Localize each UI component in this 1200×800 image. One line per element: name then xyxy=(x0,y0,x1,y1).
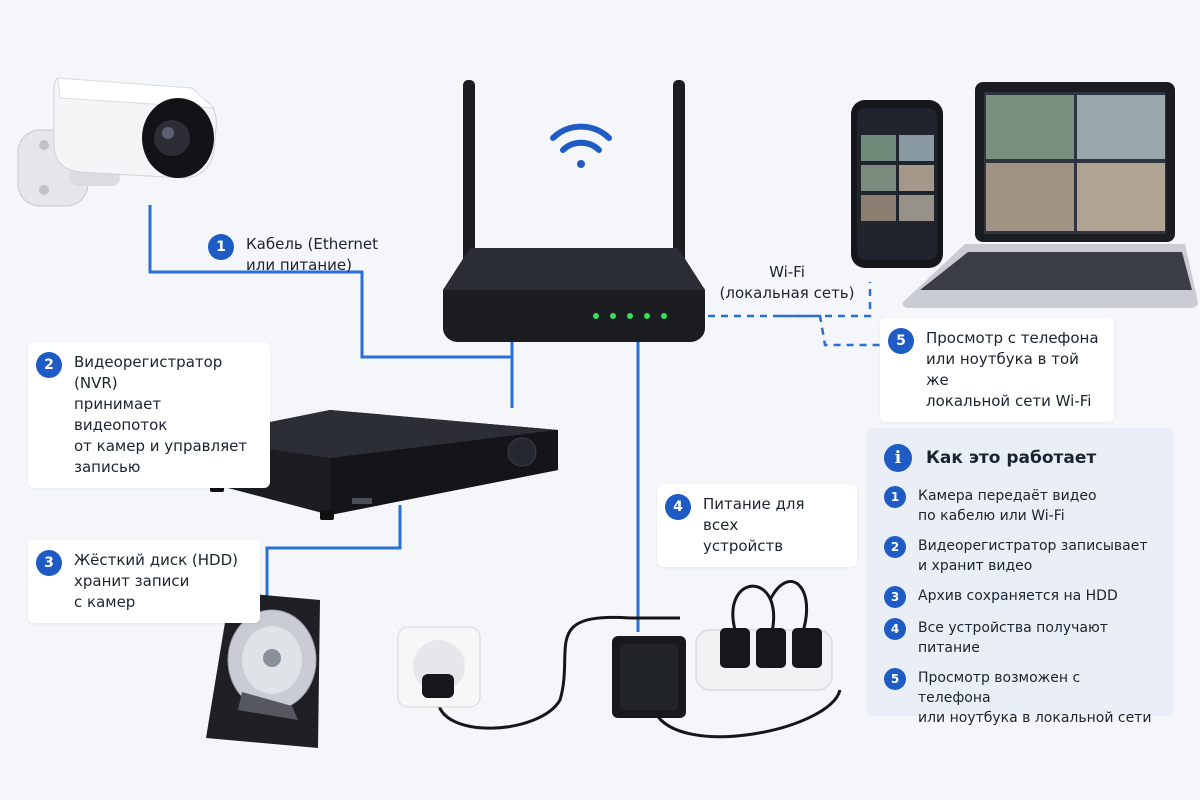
callout-hdd: 3 Жёсткий диск (HDD) хранит записи с кам… xyxy=(28,540,260,623)
panel-step-number: 4 xyxy=(884,618,906,640)
panel-step-text: Просмотр возможен с телефона или ноутбук… xyxy=(918,668,1156,728)
panel-step-number: 1 xyxy=(884,486,906,508)
callout-hdd-text: Жёсткий диск (HDD) хранит записи с камер xyxy=(74,550,238,613)
panel-step-text: Видеорегистратор записывает и хранит вид… xyxy=(918,536,1148,576)
callout-power: 4 Питание для всех устройств xyxy=(657,484,857,567)
panel-step: 2 Видеорегистратор записывает и хранит в… xyxy=(884,536,1156,576)
callout-nvr-text: Видеорегистратор (NVR) принимает видеопо… xyxy=(74,352,256,478)
step-number-5: 5 xyxy=(888,328,914,354)
info-icon: i xyxy=(884,444,912,472)
step-number-4: 4 xyxy=(665,494,691,520)
wifi-network-label: Wi-Fi (локальная сеть) xyxy=(712,262,862,304)
panel-step: 5 Просмотр возможен с телефона или ноутб… xyxy=(884,668,1156,728)
power-adapter xyxy=(612,636,686,718)
laptop xyxy=(903,82,1198,308)
panel-step-text: Архив сохраняется на HDD xyxy=(918,586,1118,606)
panel-step-text: Все устройства получают питание xyxy=(918,618,1156,658)
callout-remote-view-text: Просмотр с телефона или ноутбука в той ж… xyxy=(926,328,1100,412)
callout-cable: 1 Кабель (Ethernet или питание) xyxy=(200,224,392,286)
security-camera xyxy=(18,78,216,206)
panel-step-number: 2 xyxy=(884,536,906,558)
panel-title: Как это работает xyxy=(926,448,1096,468)
smartphone xyxy=(851,100,943,268)
panel-header: i Как это работает xyxy=(884,444,1156,472)
panel-step: 1 Камера передаёт видео по кабелю или Wi… xyxy=(884,486,1156,526)
step-number-3: 3 xyxy=(36,550,62,576)
wifi-link-phone xyxy=(780,316,888,345)
panel-step-number: 5 xyxy=(884,668,906,690)
panel-step-text: Камера передаёт видео по кабелю или Wi-F… xyxy=(918,486,1097,526)
step-number-2: 2 xyxy=(36,352,62,378)
extension-cord xyxy=(696,628,832,690)
wall-outlet xyxy=(398,627,480,707)
router xyxy=(443,80,705,342)
panel-step-number: 3 xyxy=(884,586,906,608)
callout-power-text: Питание для всех устройств xyxy=(703,494,843,557)
how-it-works-panel: i Как это работает 1 Камера передаёт вид… xyxy=(866,428,1174,716)
panel-step: 3 Архив сохраняется на HDD xyxy=(884,586,1156,608)
callout-remote-view: 5 Просмотр с телефона или ноутбука в той… xyxy=(880,318,1114,422)
wifi-icon xyxy=(553,127,609,168)
panel-step: 4 Все устройства получают питание xyxy=(884,618,1156,658)
callout-nvr: 2 Видеорегистратор (NVR) принимает видео… xyxy=(28,342,270,488)
callout-cable-text: Кабель (Ethernet или питание) xyxy=(246,234,378,276)
step-number-1: 1 xyxy=(208,234,234,260)
